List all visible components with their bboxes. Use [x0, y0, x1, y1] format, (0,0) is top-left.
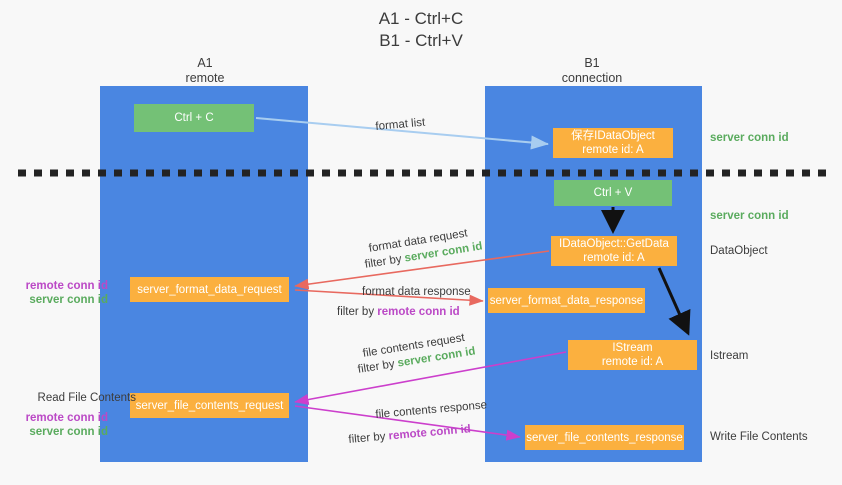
- annotation-remote-conn-id-2: remote conn id: [25, 412, 108, 424]
- title-line-1: A1 - Ctrl+C: [378, 9, 464, 28]
- filter-value-remote-conn-id: remote conn id: [388, 423, 472, 443]
- column-header-b1: B1 connection: [517, 56, 667, 86]
- box-istream[interactable]: IStream remote id: A: [568, 340, 697, 370]
- annotation-remote-conn-id-1: remote conn id: [25, 280, 108, 292]
- edge-label-format-list: format list: [375, 116, 426, 133]
- annotation-istream: Istream: [710, 350, 749, 362]
- edge-label-file-contents-response: file contents response: [375, 399, 488, 421]
- column-header-a1: A1 remote: [130, 56, 280, 86]
- page-title: A1 - Ctrl+C B1 - Ctrl+V: [0, 8, 842, 52]
- box-server-file-contents-response-label: server_file_contents_response: [526, 431, 683, 444]
- column-a1-name: A1: [197, 56, 213, 70]
- box-server-format-data-response-label: server_format_data_response: [489, 294, 644, 307]
- box-server-file-contents-request[interactable]: server_file_contents_request: [130, 393, 289, 418]
- edge-label-file-contents-response-filter: filter by remote conn id: [348, 423, 471, 446]
- filter-prefix: filter by: [364, 252, 406, 271]
- annotation-server-conn-id-1: server conn id: [29, 294, 108, 306]
- annotation-read-file-contents: Read File Contents: [37, 392, 136, 404]
- annotation-server-conn-id-mid: server conn id: [710, 210, 789, 222]
- box-server-file-contents-request-label: server_file_contents_request: [135, 399, 284, 412]
- annotation-write-file-contents: Write File Contents: [710, 431, 808, 443]
- annotation-server-conn-id-top: server conn id: [710, 132, 789, 144]
- box-server-format-data-response[interactable]: server_format_data_response: [488, 288, 645, 313]
- box-ctrl-v[interactable]: Ctrl + V: [554, 180, 672, 206]
- column-b1-sub: connection: [561, 71, 623, 85]
- column-a1-sub: remote: [185, 71, 225, 85]
- annotation-conn-ids-format: remote conn id server conn id: [8, 279, 108, 307]
- filter-prefix: filter by: [337, 306, 378, 318]
- box-istream-line1: IStream: [612, 342, 653, 354]
- box-server-format-data-request-label: server_format_data_request: [137, 283, 282, 296]
- column-b1-name: B1: [584, 56, 600, 70]
- box-getdata-line2: remote id: A: [583, 252, 645, 264]
- box-idataobject-getdata[interactable]: IDataObject::GetData remote id: A: [551, 236, 677, 266]
- filter-prefix: filter by: [357, 357, 399, 376]
- annotation-conn-ids-file: remote conn id server conn id: [8, 411, 108, 439]
- annotation-dataobject: DataObject: [710, 245, 768, 257]
- box-save-idataobject[interactable]: 保存IDataObject remote id: A: [553, 128, 673, 158]
- edge-label-format-data-response-filter: filter by remote conn id: [337, 306, 460, 318]
- box-server-file-contents-response[interactable]: server_file_contents_response: [525, 425, 684, 450]
- box-ctrl-v-label: Ctrl + V: [593, 187, 633, 199]
- box-getdata-line1: IDataObject::GetData: [559, 238, 669, 250]
- filter-value-remote-conn-id: remote conn id: [377, 306, 460, 318]
- box-server-format-data-request[interactable]: server_format_data_request: [130, 277, 289, 302]
- box-istream-line2: remote id: A: [601, 356, 664, 368]
- title-line-2: B1 - Ctrl+V: [379, 31, 463, 50]
- filter-prefix: filter by: [348, 430, 390, 446]
- box-ctrl-c-label: Ctrl + C: [174, 112, 214, 124]
- box-save-idataobject-line1: 保存IDataObject: [571, 130, 655, 142]
- edge-label-format-data-response: format data response: [362, 286, 471, 298]
- box-ctrl-c[interactable]: Ctrl + C: [134, 104, 254, 132]
- box-save-idataobject-line2: remote id: A: [582, 144, 644, 156]
- annotation-server-conn-id-2: server conn id: [29, 426, 108, 438]
